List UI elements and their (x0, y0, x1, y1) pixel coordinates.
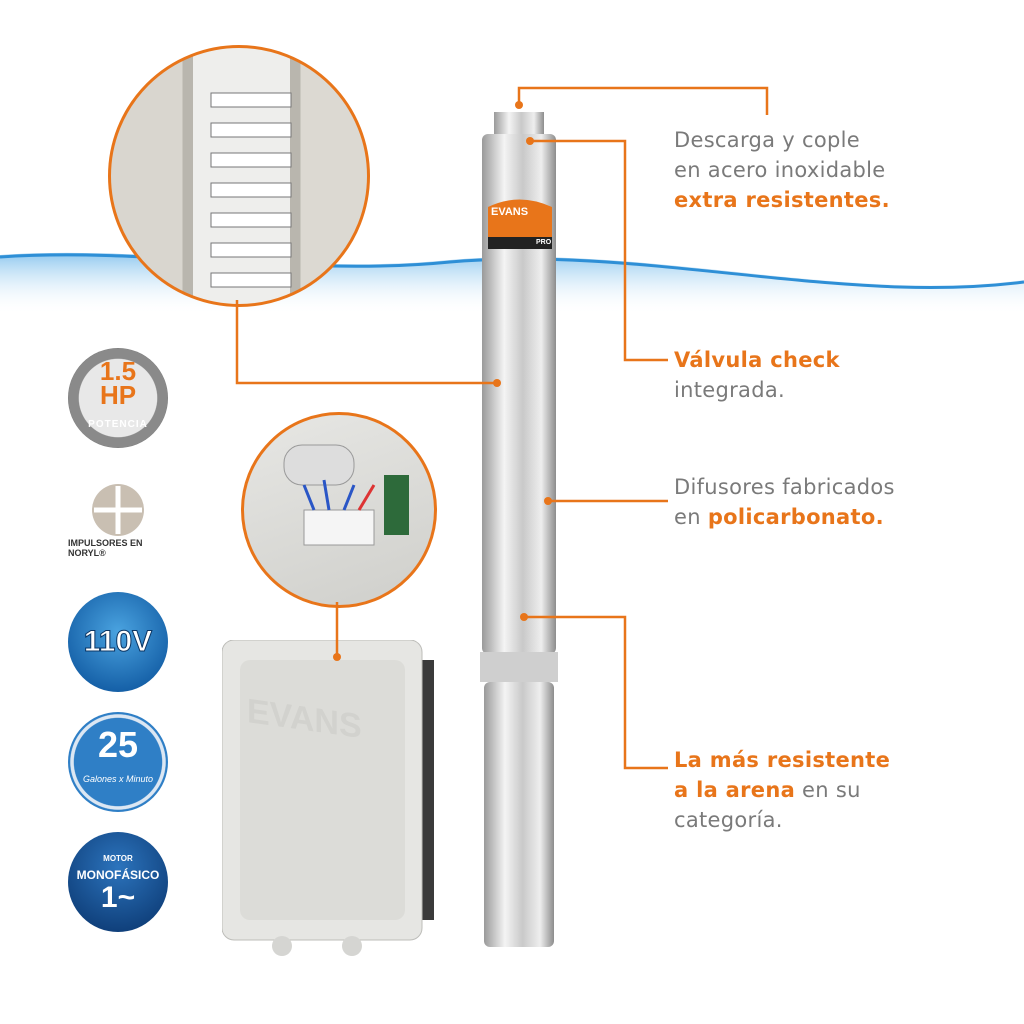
wiring-closeup-image (241, 412, 437, 608)
flow-badge: 25 Galones x Minuto (68, 712, 168, 812)
callout-diffusers: Difusores fabricados en policarbonato. (674, 475, 895, 529)
submersible-pump-image (480, 112, 558, 947)
impeller-icon (92, 484, 144, 536)
callout-check-valve: Válvula check integrada. (674, 348, 840, 402)
control-box-image (222, 640, 434, 956)
impeller-closeup-image (108, 45, 370, 307)
callout-discharge: Descarga y cople en acero inoxidable ext… (674, 128, 890, 212)
noryl-impeller-badge: IMPULSORES EN NORYL® (68, 470, 168, 570)
impeller-stack-illustration (210, 92, 292, 288)
pump-logo: EVANS (491, 206, 529, 218)
motor-phase-badge: MOTOR MONOFÁSICO 1~ (68, 832, 168, 932)
power-badge: 1.5 HP POTENCIA (68, 348, 168, 448)
callout-sand-resistance: La más resistente a la arena en su categ… (674, 748, 891, 832)
pump-logo-sub: PRO (536, 239, 552, 246)
wiring-illustration (283, 444, 409, 546)
voltage-badge: 110V (68, 592, 168, 692)
